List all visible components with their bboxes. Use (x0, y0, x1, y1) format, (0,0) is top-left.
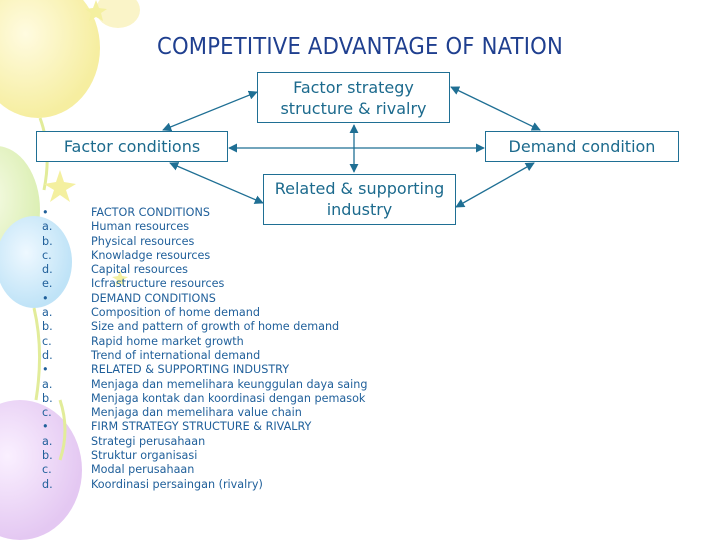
list-item: a. Human resources (42, 220, 367, 234)
sparkle-stars (44, 0, 128, 286)
list-marker: a. (42, 434, 53, 448)
list-marker: b. (42, 449, 53, 463)
list-item-text: Icfrastructure resources (91, 277, 225, 291)
list-item-text: Menjaga dan memelihara keunggulan daya s… (91, 377, 368, 391)
list-item: a. Composition of home demand (42, 306, 367, 320)
list-item: a. Menjaga dan memelihara keunggulan daya… (42, 378, 367, 392)
balloon-purple (0, 400, 82, 540)
list-marker: c. (42, 406, 52, 420)
list-item-text: Struktur organisasi (91, 449, 198, 463)
list-item-text: Composition of home demand (91, 306, 260, 320)
list-item: • FIRM STRATEGY STRUCTURE & RIVALRY (42, 420, 367, 434)
list-item: • DEMAND CONDITIONS (42, 292, 367, 306)
list-marker: c. (42, 463, 52, 477)
list-item-text: Koordinasi persaingan (rivalry) (91, 477, 263, 491)
list-item: b. Menjaga kontak dan koordinasi dengan p… (42, 392, 367, 406)
list-item-text: Capital resources (91, 263, 188, 277)
list-item-text: Menjaga dan memelihara value chain (91, 406, 302, 420)
list-marker: • (42, 363, 49, 377)
list-item-text: Size and pattern of growth of home deman… (91, 320, 340, 334)
list-item-text: Human resources (91, 220, 190, 234)
list-item: e. Icfrastructure resources (42, 277, 367, 291)
node-firm-strategy: Factor strategy structure & rivalry (257, 72, 450, 123)
list-item-text: RELATED & SUPPORTING INDUSTRY (91, 363, 290, 377)
list-item-text: Modal perusahaan (91, 463, 195, 477)
list-marker: d. (42, 348, 53, 362)
balloon-yellow (0, 0, 100, 118)
list-item: b. Struktur organisasi (42, 449, 367, 463)
node-factor-conditions: Factor conditions (36, 131, 228, 162)
node-demand-condition: Demand condition (485, 131, 679, 162)
list-item-text: Knowladge resources (91, 248, 211, 262)
balloon-blue (0, 216, 72, 308)
list-marker: d. (42, 263, 53, 277)
list-marker: c. (42, 334, 52, 348)
list-marker: • (42, 206, 49, 219)
list-marker: a. (42, 220, 53, 234)
balloon-yellow-small (96, 0, 140, 28)
list-item-text: FACTOR CONDITIONS (91, 206, 210, 219)
node-related-industry: Related & supporting industry (263, 174, 456, 225)
list-item-text: Trend of international demand (91, 348, 261, 362)
list-marker: b. (42, 391, 53, 405)
list-item: • RELATED & SUPPORTING INDUSTRY (42, 363, 367, 377)
list-item-text: Menjaga kontak dan koordinasi dengan pem… (91, 391, 366, 405)
list-item: c. Modal perusahaan (42, 463, 367, 477)
list-marker: b. (42, 234, 53, 248)
list-item: a. Strategi perusahaan (42, 435, 367, 449)
list-marker: a. (42, 377, 53, 391)
list-item: b. Physical resources (42, 235, 367, 249)
outline-list: • FACTOR CONDITIONS a. Human resources b. Phy… (42, 206, 367, 492)
list-item-text: Rapid home market growth (91, 334, 244, 348)
list-item: c. Menjaga dan memelihara value chain (42, 406, 367, 420)
list-marker: • (42, 291, 49, 305)
list-item: d. Koordinasi persaingan (rivalry) (42, 478, 367, 492)
list-item-text: FIRM STRATEGY STRUCTURE & RIVALRY (91, 420, 312, 434)
list-marker: • (42, 420, 49, 434)
list-item: b. Size and pattern of growth of home dem… (42, 320, 367, 334)
list-item-text: Strategi perusahaan (91, 434, 206, 448)
list-marker: b. (42, 320, 53, 334)
list-marker: c. (42, 248, 52, 262)
list-marker: a. (42, 306, 53, 320)
list-item-text: Physical resources (91, 234, 195, 248)
list-item: d. Capital resources (42, 263, 367, 277)
list-item: • FACTOR CONDITIONS (42, 206, 367, 220)
list-marker: d. (42, 477, 53, 491)
list-item: c. Knowladge resources (42, 249, 367, 263)
list-item: c. Rapid home market growth (42, 335, 367, 349)
list-marker: e. (42, 277, 53, 291)
slide-title: COMPETITIVE ADVANTAGE OF NATION (156, 34, 563, 60)
list-item: d. Trend of international demand (42, 349, 367, 363)
list-item-text: DEMAND CONDITIONS (91, 291, 216, 305)
